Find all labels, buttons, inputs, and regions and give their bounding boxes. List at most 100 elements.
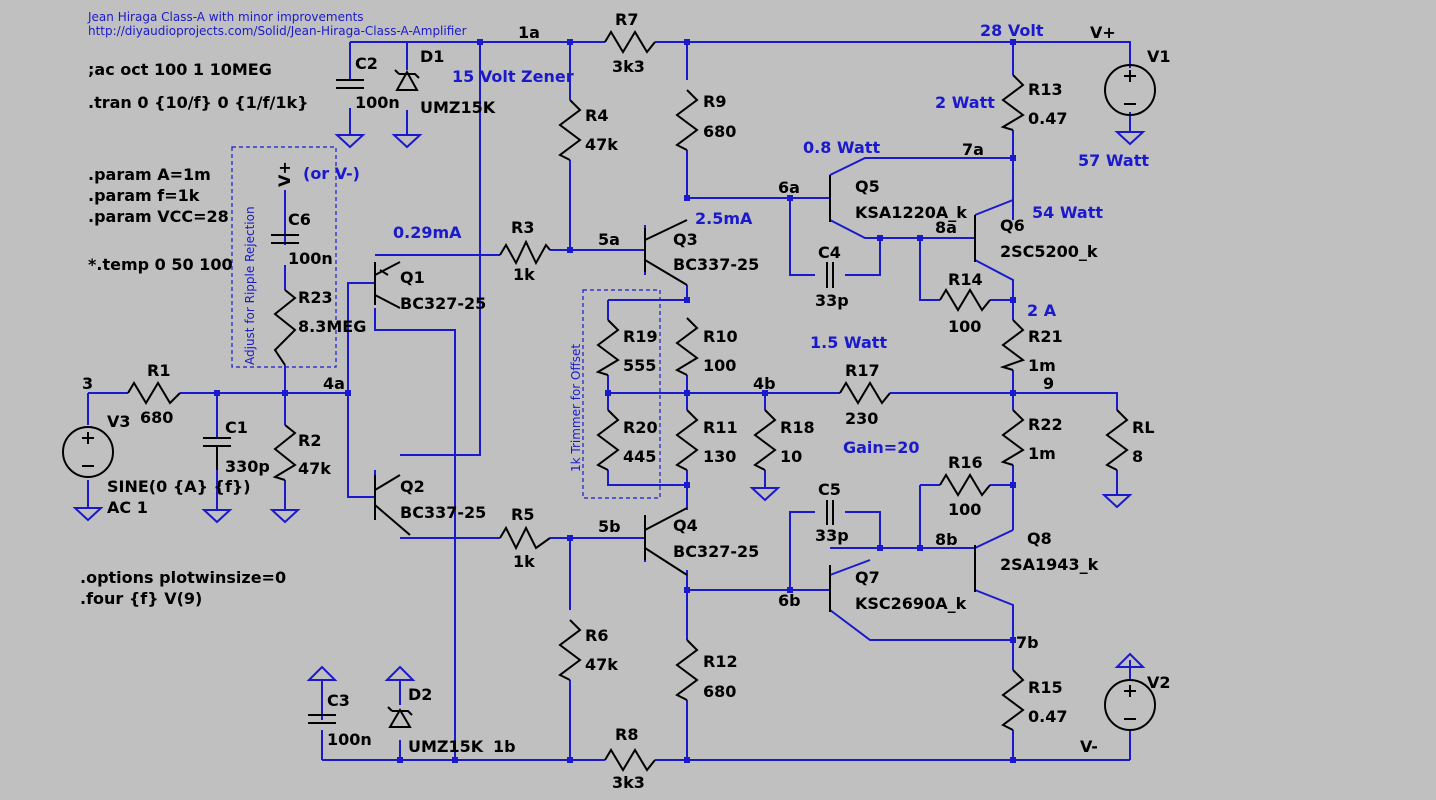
c1-value: 330p: [225, 457, 270, 476]
options-directive: .options plotwinsize=0: [80, 568, 286, 587]
q8-name: Q8: [1027, 529, 1052, 548]
net-8b: 8b: [935, 530, 958, 549]
q5-name: Q5: [855, 177, 880, 196]
param-a-directive: .param A=1m: [88, 165, 211, 184]
capacitor-symbols: [203, 79, 834, 724]
r1-value: 680: [140, 408, 173, 427]
r2-name: R2: [298, 431, 321, 450]
r17-power-note: 1.5 Watt: [810, 333, 887, 352]
r23-value: 8.3MEG: [298, 317, 366, 336]
r15-value: 0.47: [1028, 707, 1067, 726]
v3-ac: AC 1: [107, 498, 148, 517]
d2-symbol: [387, 706, 413, 728]
r11-name: R11: [703, 418, 738, 437]
q3-value: BC337-25: [673, 255, 759, 274]
net-7b: 7b: [1016, 633, 1039, 652]
q4-name: Q4: [673, 516, 698, 535]
c3-symbol: [308, 714, 336, 724]
q5-power-note: 0.8 Watt: [803, 138, 880, 157]
d1-value: UMZ15K: [420, 98, 496, 117]
v1-power-note: 57 Watt: [1078, 151, 1149, 170]
r20-name: R20: [623, 418, 658, 437]
r16-name: R16: [948, 453, 983, 472]
offset-trimmer-label: 1k Trimmer for Offset: [569, 344, 583, 472]
r4-name: R4: [585, 106, 608, 125]
output-current-note: 2 A: [1027, 301, 1057, 320]
rl-symbol: [1105, 409, 1129, 471]
r10-value: 100: [703, 356, 736, 375]
q1-current-note: 0.29mA: [393, 223, 462, 242]
net-7a: 7a: [962, 140, 984, 159]
c4-name: C4: [818, 243, 841, 262]
net-1a: 1a: [518, 23, 540, 42]
net-6b: 6b: [778, 591, 801, 610]
schematic-url: http://diyaudioprojects.com/Solid/Jean-H…: [88, 24, 467, 38]
r16-value: 100: [948, 500, 981, 519]
net-4a: 4a: [323, 374, 345, 393]
c1-symbol: [203, 437, 231, 470]
r19-name: R19: [623, 327, 658, 346]
schematic-title: Jean Hiraga Class-A with minor improveme…: [87, 10, 364, 24]
r17-value: 230: [845, 409, 878, 428]
d2-name: D2: [408, 685, 432, 704]
v3-value: SINE(0 {A} {f}): [107, 477, 251, 496]
temp-directive: *.temp 0 50 100: [88, 255, 233, 274]
r7-name: R7: [615, 10, 638, 29]
r17-name: R17: [845, 361, 880, 380]
r10-symbol: [674, 317, 699, 376]
param-f-directive: .param f=1k: [88, 186, 200, 205]
r6-name: R6: [585, 626, 608, 645]
ripple-adjust-box: [231, 146, 337, 368]
q6-name: Q6: [1000, 216, 1025, 235]
q1-symbol: [374, 261, 401, 309]
r13-symbol: [1000, 74, 1025, 131]
c4-value: 33p: [815, 291, 849, 310]
q3-name: Q3: [673, 230, 698, 249]
d2-value: UMZ15K: [408, 737, 484, 756]
c3-value: 100n: [327, 730, 372, 749]
tran-directive: .tran 0 {10/f} 0 {1/f/1k}: [88, 93, 309, 112]
c1-name: C1: [225, 418, 248, 437]
r21-name: R21: [1028, 327, 1063, 346]
gain-note: Gain=20: [843, 438, 919, 457]
net-3: 3: [82, 374, 93, 393]
r18-value: 10: [780, 447, 802, 466]
r18-name: R18: [780, 418, 815, 437]
r7-value: 3k3: [612, 57, 645, 76]
r10-name: R10: [703, 327, 738, 346]
r9-name: R9: [703, 92, 726, 111]
r12-value: 680: [703, 682, 736, 701]
q5-value: KSA1220A_k: [855, 203, 967, 222]
r17-symbol: [839, 381, 891, 405]
q3-current-note: 2.5mA: [695, 209, 753, 228]
r20-value: 445: [623, 447, 656, 466]
c2-symbol: [336, 79, 364, 89]
net-9: 9: [1043, 374, 1054, 393]
c6-name: C6: [288, 210, 311, 229]
r21-symbol: [999, 319, 1026, 371]
q7-value: KSC2690A_k: [855, 594, 967, 613]
v1-name: V1: [1147, 47, 1171, 66]
r15-name: R15: [1028, 678, 1063, 697]
q4-symbol: [644, 507, 688, 576]
r5-value: 1k: [513, 552, 535, 571]
c2-name: C2: [355, 54, 378, 73]
c5-value: 33p: [815, 526, 849, 545]
q4-value: BC327-25: [673, 542, 759, 561]
q6-value: 2SC5200_k: [1000, 242, 1098, 261]
r3-symbol: [499, 239, 551, 266]
r14-value: 100: [948, 317, 981, 336]
r1-symbol: [127, 381, 181, 405]
r11-value: 130: [703, 447, 736, 466]
v3-symbol: [62, 426, 114, 478]
c6-symbol: [271, 234, 299, 244]
r13-name: R13: [1028, 80, 1063, 99]
r23-symbol: [273, 289, 297, 366]
r4-value: 47k: [585, 135, 618, 154]
voltage-sources: [62, 64, 1156, 731]
r8-symbol: [604, 748, 656, 772]
r15-symbol: [1001, 669, 1025, 731]
r8-value: 3k3: [612, 773, 645, 792]
v1-symbol: [1104, 64, 1156, 116]
